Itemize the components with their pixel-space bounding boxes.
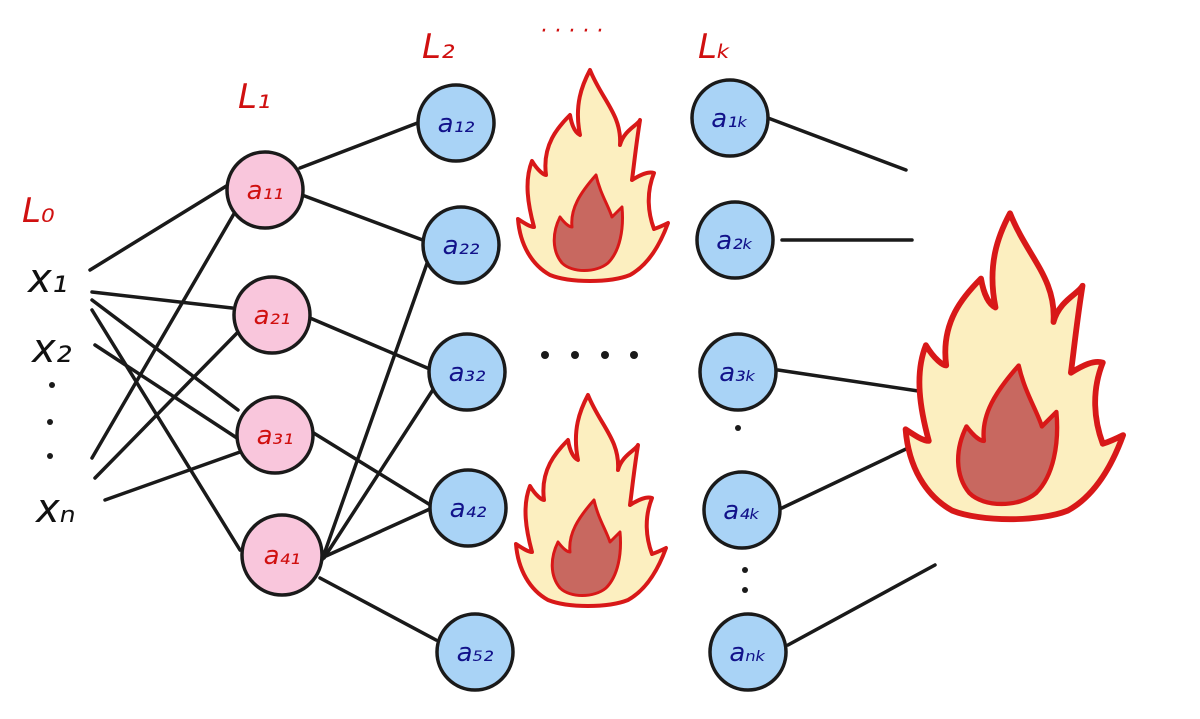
edge-a4k-out bbox=[780, 438, 927, 510]
flame-icon bbox=[906, 213, 1124, 519]
edge-a31-a42 bbox=[310, 430, 434, 508]
node-label: aₙₖ bbox=[729, 638, 766, 668]
node-a41: a₄₁ bbox=[240, 513, 324, 597]
node-a4k: a₄ₖ bbox=[702, 470, 782, 550]
node-label: a₅₂ bbox=[457, 638, 494, 668]
edge-ank-out bbox=[786, 563, 937, 647]
edge-a21-a32 bbox=[308, 316, 434, 372]
edge-xn-a11 bbox=[90, 210, 237, 460]
flame-icon bbox=[516, 68, 670, 283]
node-a31: a₃₁ bbox=[235, 395, 315, 475]
node-a22: a₂₂ bbox=[421, 205, 501, 285]
layerk-vertical-dots bbox=[735, 425, 748, 593]
node-label: a₃₂ bbox=[449, 358, 486, 388]
input-label-x1: x₁ bbox=[26, 256, 68, 302]
node-label: a₂₂ bbox=[443, 231, 480, 261]
node-a1k: a₁ₖ bbox=[690, 78, 770, 158]
flame-icon bbox=[514, 393, 668, 608]
node-a12: a₁₂ bbox=[416, 83, 496, 163]
connection-lines bbox=[88, 116, 937, 647]
node-a42: a₄₂ bbox=[428, 468, 508, 548]
edge-a41-a32 bbox=[322, 383, 438, 560]
edge-a3k-out bbox=[776, 368, 927, 394]
edge-xn-a21 bbox=[93, 328, 242, 480]
node-a32: a₃₂ bbox=[427, 332, 507, 412]
input-label-xn: xₙ bbox=[34, 486, 76, 532]
input-label-x2: x₂ bbox=[30, 326, 72, 372]
node-a2k: a₂ₖ bbox=[695, 200, 775, 280]
node-label: a₄₁ bbox=[264, 541, 301, 571]
edge-a41-a22 bbox=[320, 253, 432, 562]
edge-x1-a11 bbox=[88, 183, 230, 272]
layer2-nodes: a₁₂ a₂₂ a₃₂ a₄₂ a₅₂ bbox=[416, 83, 515, 692]
layer-label-l1: L₁ bbox=[238, 77, 271, 117]
top-ellipsis: · · · · · bbox=[540, 19, 603, 44]
node-label: a₁₂ bbox=[438, 109, 475, 139]
node-a21: a₂₁ bbox=[232, 275, 312, 355]
node-label: a₃ₖ bbox=[719, 358, 756, 388]
node-label: a₂₁ bbox=[254, 301, 291, 331]
node-label: a₂ₖ bbox=[716, 226, 753, 256]
edge-a41-a52 bbox=[318, 576, 438, 642]
node-label: a₄₂ bbox=[450, 494, 487, 524]
node-label: a₃₁ bbox=[257, 421, 294, 451]
node-ank: aₙₖ bbox=[708, 612, 788, 692]
layerk-nodes: a₁ₖ a₂ₖ a₃ₖ a₄ₖ aₙₖ bbox=[690, 78, 788, 692]
node-label: a₁ₖ bbox=[711, 104, 748, 134]
edge-a41-a42 bbox=[324, 506, 434, 558]
node-a11: a₁₁ bbox=[225, 150, 305, 230]
node-label: a₁₁ bbox=[247, 176, 284, 206]
edge-xn-a31 bbox=[103, 450, 242, 502]
edge-x1-a31 bbox=[90, 298, 240, 412]
edge-x1-a41 bbox=[90, 308, 242, 552]
input-vertical-dots bbox=[47, 382, 55, 459]
layer1-nodes: a₁₁ a₂₁ a₃₁ a₄₁ bbox=[225, 150, 324, 597]
layer-label-lk: Lₖ bbox=[698, 27, 731, 67]
edge-a1k-out bbox=[766, 116, 908, 172]
layer-label-l2: L₂ bbox=[422, 27, 455, 67]
edge-a11-a22 bbox=[300, 193, 430, 244]
edge-x1-a21 bbox=[90, 290, 234, 310]
node-a3k: a₃ₖ bbox=[698, 332, 778, 412]
edge-x2-a31 bbox=[93, 343, 242, 442]
node-a52: a₅₂ bbox=[435, 612, 515, 692]
edge-a11-a12 bbox=[298, 120, 422, 170]
node-label: a₄ₖ bbox=[723, 496, 760, 526]
middle-horizontal-dots bbox=[541, 351, 638, 359]
layer-label-l0: L₀ bbox=[22, 191, 55, 231]
